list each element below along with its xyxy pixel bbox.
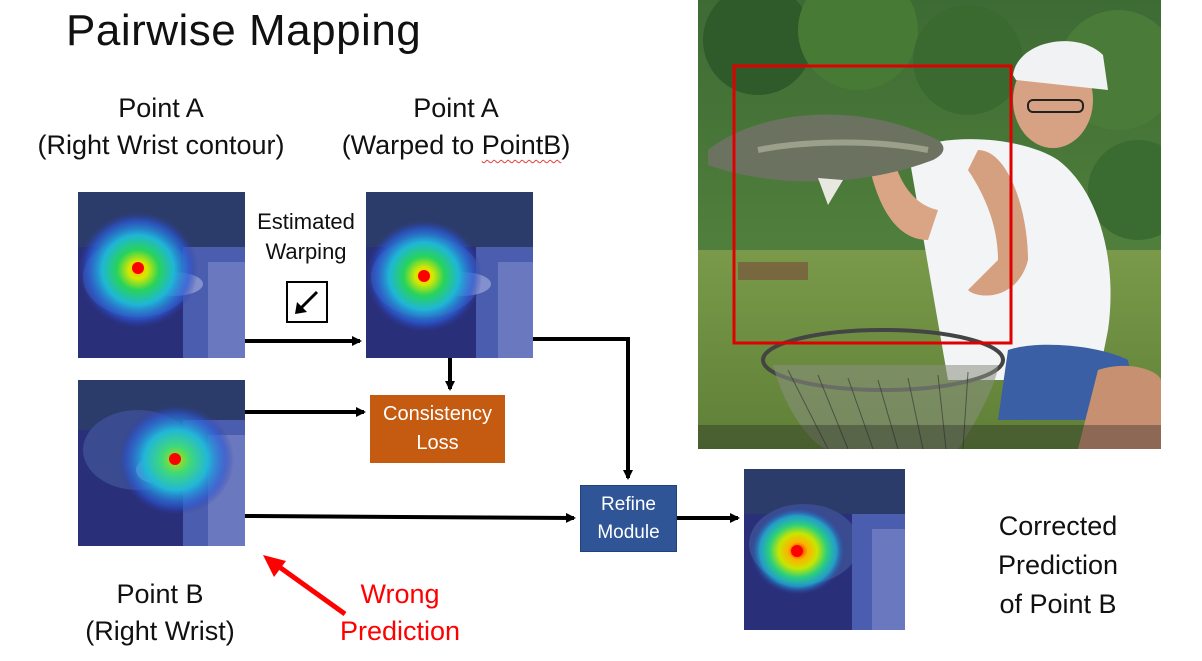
- wrong-prediction-label: Wrong Prediction: [320, 576, 480, 650]
- wrong-prediction-line1: Wrong: [360, 579, 440, 609]
- refine-module-line2: Module: [597, 521, 660, 543]
- point-a-label-line2: (Right Wrist contour): [37, 130, 285, 160]
- warped-prefix: (Warped to: [341, 130, 482, 160]
- corrected-line2: Prediction: [997, 550, 1119, 580]
- estimated-warping-label: Estimated Warping: [246, 207, 366, 267]
- point-a-label-line1: Point A: [118, 93, 204, 123]
- corrected-prediction-label: Corrected Prediction of Point B: [972, 507, 1144, 624]
- point-b-label-line2: (Right Wrist): [85, 616, 235, 646]
- point-a-warped-label-line2: (Warped to PointB): [322, 127, 590, 164]
- consistency-loss-box: Consistency Loss: [370, 395, 505, 463]
- point-a-warped-label: Point A (Warped to PointB): [322, 90, 590, 164]
- point-b-heatmap: [78, 380, 245, 546]
- corrected-line1: Corrected: [998, 511, 1118, 541]
- estimated-warping-line1: Estimated: [257, 209, 355, 234]
- refine-module-box: Refine Module: [580, 485, 677, 552]
- consistency-loss-line2: Loss: [416, 432, 459, 454]
- wrong-prediction-line2: Prediction: [339, 616, 461, 646]
- point-a-heatmap: [78, 192, 245, 358]
- refine-module-line1: Refine: [601, 493, 656, 515]
- point-b-label-line1: Point B: [116, 579, 204, 609]
- arrow-b-to-refine: [244, 512, 576, 523]
- point-b-label: Point B (Right Wrist): [60, 576, 260, 650]
- wrong-prediction-arrow: [263, 555, 347, 617]
- diagram-title: Pairwise Mapping: [66, 6, 422, 55]
- warped-target: PointB: [481, 130, 562, 160]
- warped-suffix: ): [561, 130, 571, 160]
- point-a-warped-label-line1: Point A: [413, 93, 499, 123]
- estimated-warping-line2: Warping: [265, 239, 347, 264]
- corrected-line3: of Point B: [999, 589, 1117, 619]
- corrected-heatmap: [744, 469, 905, 630]
- point-a-label: Point A (Right Wrist contour): [20, 90, 302, 164]
- point-a-warped-heatmap: [366, 192, 533, 358]
- warping-arrow-icon: [286, 281, 328, 323]
- consistency-loss-line1: Consistency: [383, 403, 492, 425]
- arrow-warped-to-refine: [533, 337, 633, 480]
- fisherman-photo: [698, 0, 1161, 449]
